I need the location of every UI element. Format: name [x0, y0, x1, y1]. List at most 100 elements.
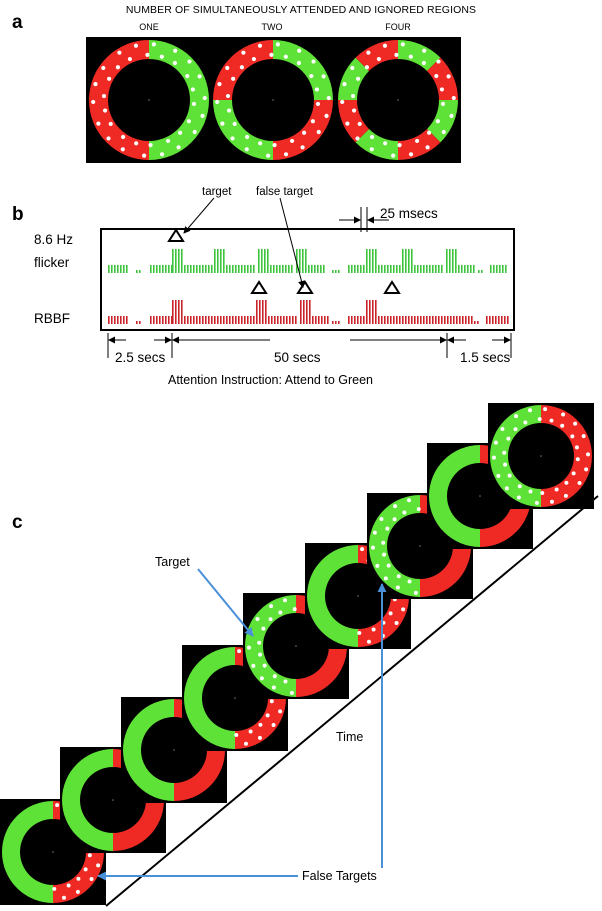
frame-9-dot — [540, 490, 545, 495]
red-bar — [384, 316, 386, 324]
red-bar — [348, 316, 350, 324]
green-bar — [153, 265, 155, 273]
ring-one-dot — [200, 113, 205, 118]
ring-two-dot — [296, 60, 302, 66]
frame-1-dot — [75, 889, 80, 894]
red-bar — [232, 316, 234, 324]
frame-8-fixation-point — [479, 495, 481, 497]
ring-two-dot — [302, 130, 307, 135]
frame-4-dot — [257, 735, 262, 740]
green-bar — [181, 249, 183, 273]
red-bar — [411, 316, 413, 324]
ring-four-dot — [449, 113, 454, 118]
frame-7-dot — [372, 530, 377, 535]
green-bar — [276, 265, 278, 273]
red-bar — [420, 316, 422, 324]
frame-1-dot — [87, 853, 92, 858]
red-bar — [381, 316, 383, 324]
false-target-triangle — [250, 280, 268, 294]
red-bar — [262, 300, 264, 324]
green-bar — [317, 265, 319, 273]
ring-two-dot — [324, 113, 329, 118]
red-bar — [414, 316, 416, 324]
frame-5-dot — [272, 674, 277, 679]
green-bar — [378, 265, 380, 273]
red-bar — [190, 316, 192, 324]
green-bar — [384, 265, 386, 273]
frame-9-dot — [504, 486, 509, 491]
red-bar — [271, 316, 273, 324]
ring-two-dot — [232, 121, 237, 127]
frame-1-dot — [62, 895, 66, 900]
red-bar — [332, 321, 334, 324]
green-bar — [435, 265, 437, 273]
green-bar — [432, 265, 434, 273]
green-bar — [175, 249, 177, 273]
red-bar — [435, 316, 437, 324]
ring-one-dot — [91, 99, 96, 105]
green-bar — [360, 265, 362, 273]
ring-four-dot — [356, 76, 361, 81]
green-bar — [423, 265, 425, 273]
ring-four-dot — [369, 147, 374, 152]
red-bar — [447, 316, 449, 324]
red-bar — [321, 316, 323, 324]
frame-4-dot — [258, 722, 263, 727]
frame-6-dot — [360, 547, 365, 552]
green-bar — [411, 249, 413, 273]
red-bar — [238, 316, 240, 324]
ring-two-dot — [225, 93, 231, 99]
red-bar — [486, 316, 488, 324]
ring-one-dot — [159, 152, 165, 157]
red-bar — [156, 316, 158, 324]
ring-four-dot — [451, 95, 456, 101]
frame-3-fixation-point — [173, 749, 175, 751]
frame-6-fixation-point — [357, 595, 359, 597]
red-bar — [244, 316, 246, 324]
frame-7-dot — [396, 574, 401, 579]
red-bar — [199, 316, 201, 324]
ring-one-dot — [159, 54, 164, 59]
ring-two-dot — [244, 134, 250, 140]
red-bar — [453, 316, 455, 324]
red-bar — [205, 316, 207, 324]
red-bar — [306, 300, 308, 324]
green-bar — [467, 265, 469, 273]
ring-four-dot — [340, 99, 345, 105]
red-rbbf-bars — [108, 300, 509, 324]
green-bar — [493, 265, 495, 273]
frame-9-dot — [584, 467, 589, 472]
red-bar — [211, 316, 213, 324]
frame-9-dot — [523, 420, 528, 425]
frame-6-dot — [357, 630, 362, 635]
ring-one-dot — [120, 147, 125, 152]
frame-5-dot — [268, 617, 273, 622]
frame-5-dot — [292, 607, 297, 612]
red-bar — [300, 300, 302, 324]
frame-4-dot — [237, 649, 242, 654]
green-bar — [372, 249, 374, 273]
false-targets-annotation: False Targets — [302, 869, 377, 883]
ring-two-dot — [239, 65, 244, 70]
frame-1-dot — [83, 867, 88, 872]
green-bar — [208, 265, 210, 273]
ring-two-dot — [244, 147, 249, 152]
green-bar — [390, 265, 392, 273]
green-bar — [214, 249, 216, 273]
ring-one-dot — [191, 101, 197, 107]
green-bar — [267, 249, 269, 273]
green-bar — [308, 265, 310, 273]
frame-9-dot — [581, 434, 586, 439]
green-bar — [193, 265, 195, 273]
green-bar — [220, 249, 222, 273]
ring-two-dot — [326, 95, 331, 101]
green-bar — [446, 249, 448, 273]
frame-9-dot — [564, 480, 569, 485]
green-bar — [402, 249, 404, 273]
ring-two-dot — [258, 141, 263, 146]
green-row-label-line1: 8.6 Hz — [34, 232, 74, 247]
frame-9-dot — [560, 423, 565, 428]
green-bar — [496, 265, 498, 273]
red-bar — [423, 316, 425, 324]
